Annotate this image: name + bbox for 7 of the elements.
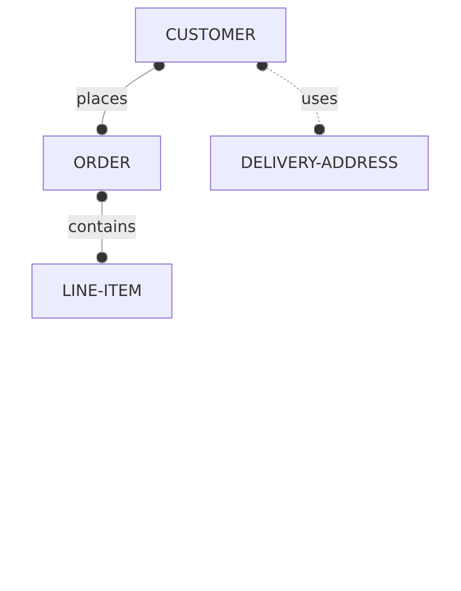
node-box: LINE-ITEM — [32, 264, 173, 318]
edge-label: uses — [301, 89, 338, 108]
edge-label: contains — [68, 217, 136, 236]
node-box: CUSTOMER — [135, 8, 287, 62]
node-box: ORDER — [43, 136, 162, 190]
edge-label: places — [76, 89, 128, 108]
node-box: DELIVERY-ADDRESS — [210, 136, 430, 190]
